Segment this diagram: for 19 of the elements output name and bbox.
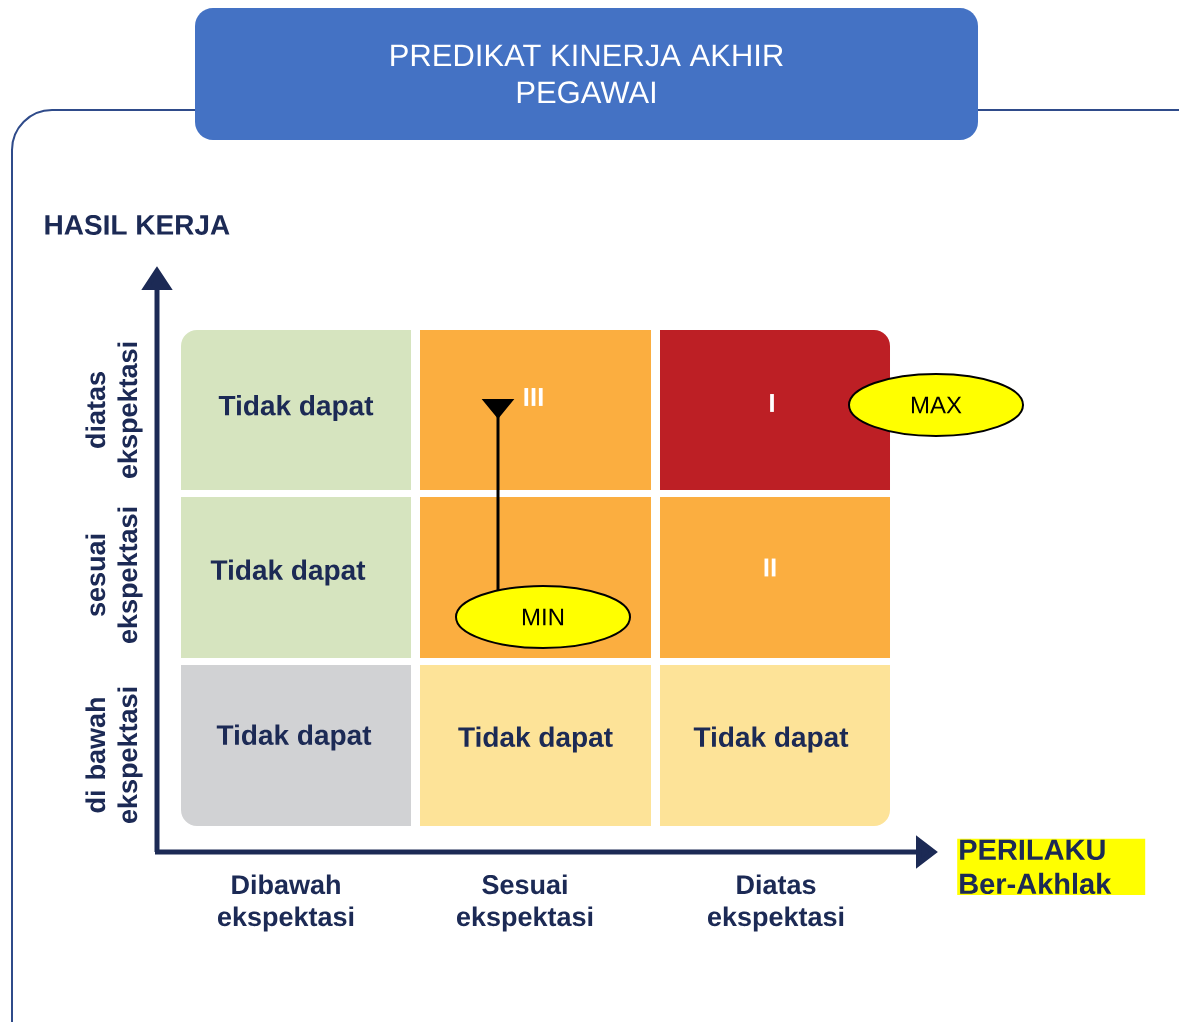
axis-tick-label: Diatas ekspektasi [708,874,844,932]
oval-badge: MIN [455,585,631,649]
axis-title: PERILAKU Ber-Akhlak [957,838,1146,896]
oval-badge: MAX [848,373,1024,437]
matrix-cell: I [660,330,890,490]
axis-tick-label: di bawah ekspektasi [85,687,143,823]
axis-tick-label: Dibawah ekspektasi [218,874,354,932]
header-box: PREDIKAT KINERJA AKHIR PEGAWAI [195,8,978,140]
matrix-cell: III [420,330,651,490]
axis-tick-label: sesuai ekspektasi [85,507,143,643]
axis-tick-label: Sesuai ekspektasi [457,874,593,932]
matrix-cell: Tidak dapat [181,497,411,658]
matrix-cell: II [660,497,890,658]
axis-title: HASIL KERJA [45,215,230,235]
matrix-cell: Tidak dapat [420,665,651,826]
axis-tick-label: diatas ekspektasi [85,342,143,478]
matrix-cell: Tidak dapat [660,665,890,826]
matrix-cell: Tidak dapat [181,330,411,490]
matrix-cell: Tidak dapat [181,665,411,826]
